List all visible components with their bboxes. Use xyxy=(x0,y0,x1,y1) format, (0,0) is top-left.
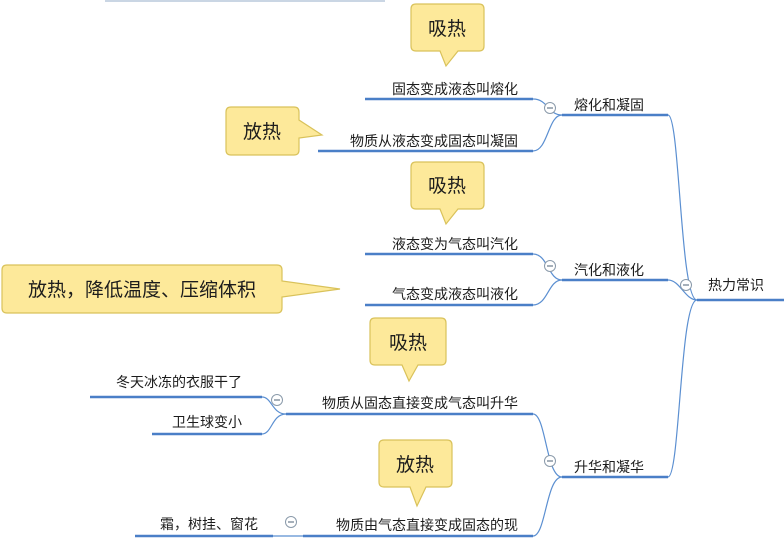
callout-freezing-text: 放热 xyxy=(243,121,281,143)
callout-vaporization-text: 吸热 xyxy=(428,175,466,197)
example-frost[interactable]: 霜，树挂、窗花 xyxy=(160,516,258,533)
connectors xyxy=(261,98,698,537)
callout-melting-text: 吸热 xyxy=(428,18,466,40)
node-freezing[interactable]: 物质从液态变成固态叫凝固 xyxy=(350,134,518,150)
node-underlines xyxy=(90,97,784,538)
collapse-toggle-branch-1[interactable] xyxy=(544,102,556,114)
collapse-toggle-sublimation[interactable] xyxy=(271,394,283,406)
callout-vaporization[interactable]: 吸热 xyxy=(410,161,485,226)
example-mothball[interactable]: 卫生球变小 xyxy=(172,415,242,431)
callout-liquefaction-text: 放热，降低温度、压缩体积 xyxy=(28,279,256,301)
branch-vaporization-liquefaction[interactable]: 汽化和液化 xyxy=(574,263,644,279)
collapse-toggle-branch-2[interactable] xyxy=(544,260,556,272)
callout-sublimation-text: 吸热 xyxy=(389,332,427,354)
node-liquefaction[interactable]: 气态变成液态叫液化 xyxy=(392,287,518,303)
callout-sublimation[interactable]: 吸热 xyxy=(369,317,447,383)
node-sublimation[interactable]: 物质从固态直接变成气态叫升华 xyxy=(322,395,518,412)
callout-liquefaction[interactable]: 放热，降低温度、压缩体积 xyxy=(1,264,341,314)
root-node[interactable]: 热力常识 xyxy=(708,278,764,294)
node-vaporization[interactable]: 液态变为气态叫汽化 xyxy=(392,237,518,253)
branch-melting-freezing[interactable]: 熔化和凝固 xyxy=(574,98,644,114)
branch-sublimation-deposition[interactable]: 升华和凝华 xyxy=(574,460,644,476)
collapse-toggle-deposition[interactable] xyxy=(285,516,297,528)
example-frozen-clothes[interactable]: 冬天冰冻的衣服干了 xyxy=(116,374,242,391)
node-deposition[interactable]: 物质由气态直接变成固态的现 xyxy=(336,517,518,534)
callout-deposition-text: 放热 xyxy=(396,454,434,476)
collapse-toggle-branch-3[interactable] xyxy=(544,455,556,467)
node-melting[interactable]: 固态变成液态叫熔化 xyxy=(392,82,518,98)
callout-melting[interactable]: 吸热 xyxy=(410,3,485,68)
callout-deposition[interactable]: 放热 xyxy=(378,439,453,508)
callout-freezing[interactable]: 放热 xyxy=(225,106,324,156)
collapse-toggle-root[interactable] xyxy=(680,279,692,291)
